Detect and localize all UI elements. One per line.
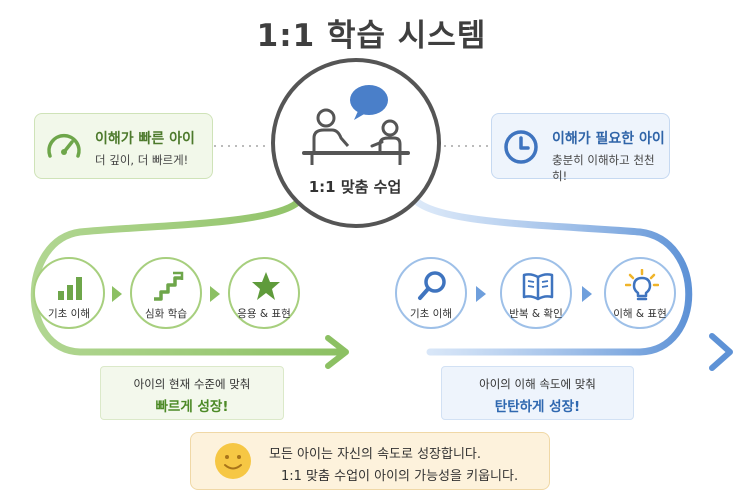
right-summary-line2: 탄탄하게 성장! [494,399,581,415]
step-label: 이해 & 표현 [613,308,667,320]
step-label: 응용 & 표현 [237,308,291,320]
teacher-student-icon [302,85,410,165]
fast-learner-title: 이해가 빠른 아이 [95,131,195,147]
step-arrow-icon [210,286,220,302]
star-icon [252,272,280,300]
step-label: 심화 학습 [145,308,187,320]
open-book-icon [522,273,554,301]
left-step-2: 심화 학습 [130,257,202,329]
smiley-icon [215,443,251,479]
magnifier-icon [418,271,446,300]
center-label: 1:1 맞춤 수업 [308,178,402,196]
step-label: 기초 이해 [410,308,452,320]
left-step-3: 응용 & 표현 [228,257,300,329]
slow-learner-subtitle: 충분히 이해하고 천천히! [552,153,655,183]
right-summary-line1: 아이의 이해 속도에 맞춰 [479,377,596,391]
bottom-message-box: 모든 아이는 자신의 속도로 성장합니다. 1:1 맞춤 수업이 아이의 가능성… [190,432,550,490]
lightbulb-icon [625,269,659,301]
bottom-message-line1: 모든 아이는 자신의 속도로 성장합니다. [269,447,482,462]
page-title: 1:1 학습 시스템 [256,18,487,54]
right-step-1: 기초 이해 [395,257,467,329]
left-summary-box: 아이의 현재 수준에 맞춰 빠르게 성장! [100,366,284,420]
left-growth-path [30,196,344,356]
left-step-1: 기초 이해 [33,257,105,329]
right-path-arrowhead [709,333,733,371]
step-arrow-icon [112,286,122,302]
center-circle [271,58,441,228]
right-step-3: 이해 & 표현 [604,257,676,329]
bottom-message-line2: 1:1 맞춤 수업이 아이의 가능성을 키웁니다. [281,469,519,484]
fast-learner-card: 이해가 빠른 아이 더 깊이, 더 빠르게! [34,113,213,179]
step-arrow-icon [476,286,486,302]
slow-learner-card: 이해가 필요한 아이 충분히 이해하고 천천히! [491,113,670,183]
slow-learner-title: 이해가 필요한 아이 [552,131,665,147]
speech-bubble-icon [350,85,388,120]
step-label: 반복 & 확인 [509,308,563,320]
left-summary-line1: 아이의 현재 수준에 맞춰 [133,377,251,391]
stairs-icon [154,271,184,301]
step-arrow-icon [582,286,592,302]
right-growth-path [411,196,693,356]
left-path-arrowhead [325,335,349,369]
right-step-2: 반복 & 확인 [500,257,572,329]
step-label: 기초 이해 [48,308,90,320]
bar-chart-icon [58,277,82,300]
fast-learner-subtitle: 더 깊이, 더 빠르게! [95,153,189,167]
clock-icon [504,130,538,164]
speedometer-icon [47,133,81,158]
left-summary-line2: 빠르게 성장! [155,399,229,415]
right-summary-box: 아이의 이해 속도에 맞춰 탄탄하게 성장! [441,366,634,420]
